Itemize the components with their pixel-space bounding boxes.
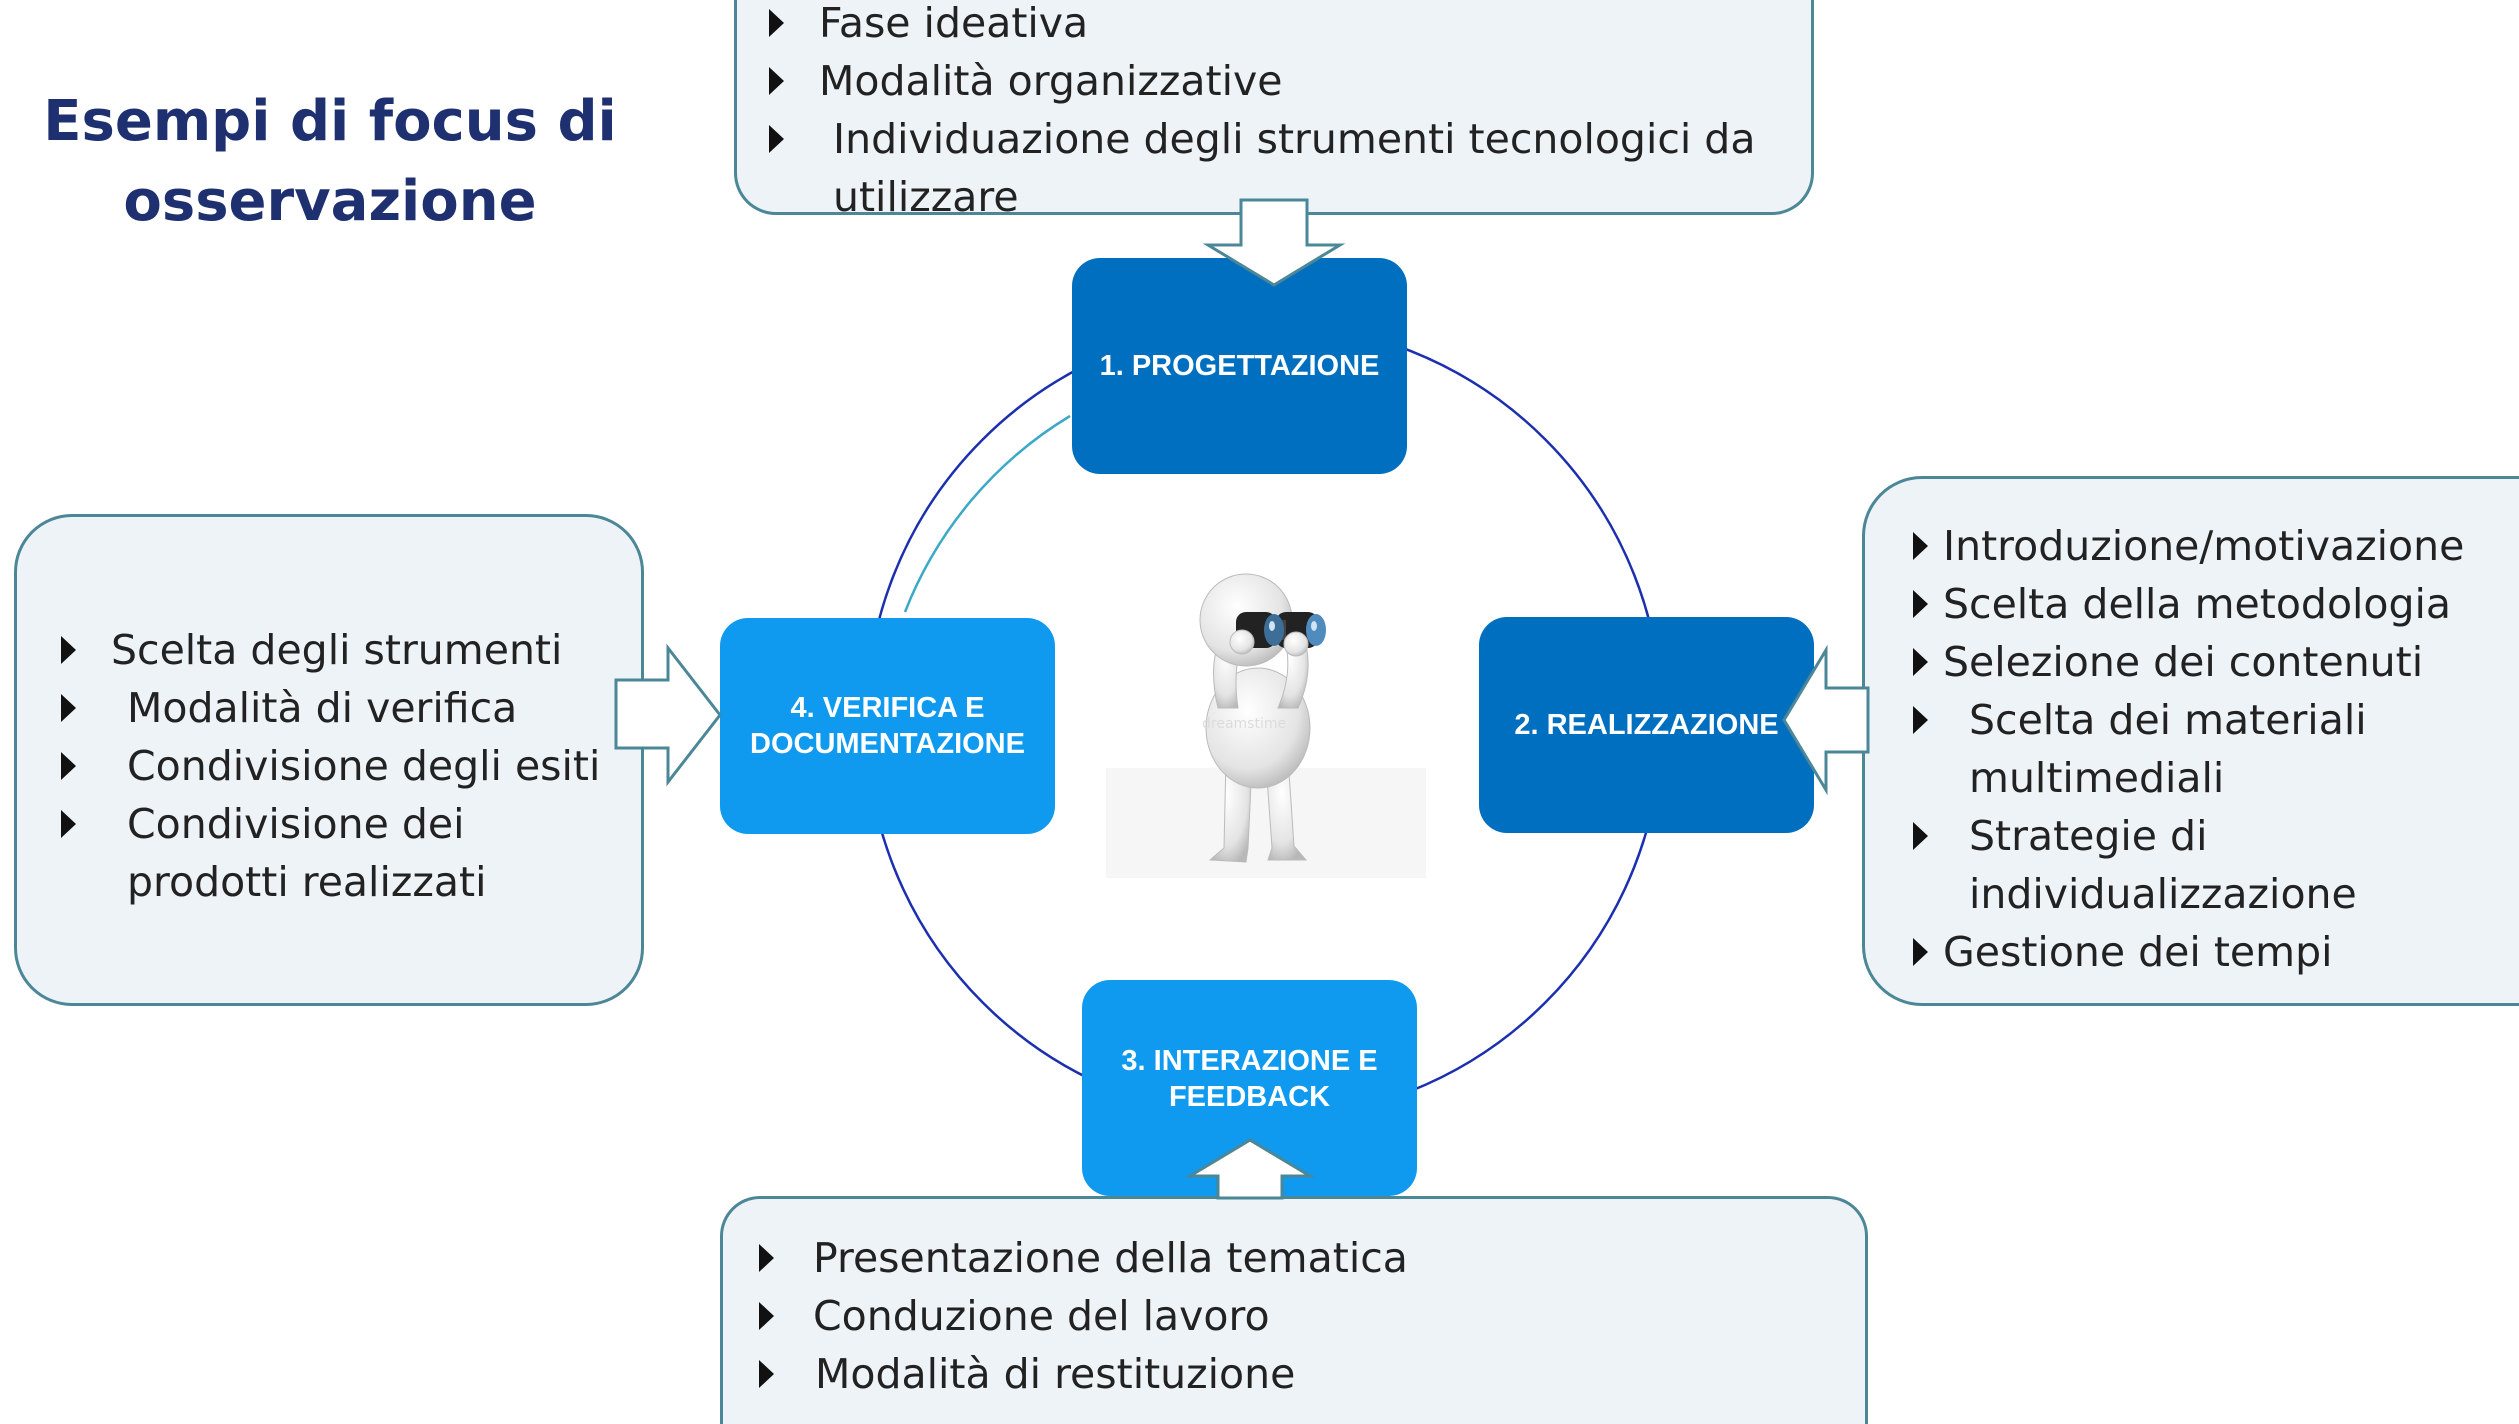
list-item: Modalità di restituzione: [759, 1345, 1845, 1403]
list-item: Modalità organizzative: [769, 52, 1791, 110]
top-focus-box: Fase ideativa Modalità organizzative Ind…: [734, 0, 1814, 221]
bullet-icon: [759, 1360, 774, 1388]
stage-progettazione: 1. PROGETTAZIONE: [1072, 258, 1407, 474]
bullet-icon: [61, 810, 76, 838]
person-with-binoculars-icon: dreamstime: [1106, 558, 1426, 878]
bullet-icon: [1913, 938, 1928, 966]
bullet-icon: [1913, 706, 1928, 734]
bullet-icon: [1913, 532, 1928, 560]
list-item: Fase ideativa: [769, 0, 1791, 52]
bullet-icon: [61, 636, 76, 664]
bullet-icon: [769, 9, 784, 37]
list-item: Introduzione/motivazione: [1913, 517, 2507, 575]
bullet-icon: [769, 67, 784, 95]
bullet-icon: [1913, 822, 1928, 850]
list-item: Individuazione degli strumenti tecnologi…: [769, 110, 1791, 226]
list-item: Scelta dei materiali multimediali: [1913, 691, 2507, 807]
list-item: Scelta degli strumenti: [61, 621, 621, 679]
bullet-icon: [759, 1302, 774, 1330]
arrow-left-icon: [1782, 644, 1870, 796]
left-focus-box: Scelta degli strumenti Modalità di verif…: [14, 514, 644, 1006]
title-line-1: Esempi di focus di: [43, 89, 617, 154]
arrow-up-icon: [1184, 1138, 1316, 1200]
list-item: Conduzione del lavoro: [759, 1287, 1845, 1345]
page-title: Esempi di focus di osservazione: [40, 82, 620, 242]
bullet-icon: [759, 1244, 774, 1272]
stage-realizzazione: 2. REALIZZAZIONE: [1479, 617, 1814, 833]
watermark-text: dreamstime: [1202, 716, 1286, 732]
arrow-down-icon: [1202, 198, 1346, 287]
bullet-icon: [61, 752, 76, 780]
stage-interazione: 3. INTERAZIONE E FEEDBACK: [1082, 980, 1417, 1196]
stage-verifica: 4. VERIFICA E DOCUMENTAZIONE: [720, 618, 1055, 834]
title-line-2: osservazione: [123, 169, 537, 234]
list-item: Modalità di verifica: [61, 679, 621, 737]
right-focus-box: Introduzione/motivazione Scelta della me…: [1862, 476, 2519, 1006]
list-item: Presentazione della tematica: [759, 1229, 1845, 1287]
arrow-right-icon: [614, 643, 722, 787]
list-item: Strategie di individualizzazione: [1913, 807, 2507, 923]
list-item: Condivisione dei prodotti realizzati: [61, 795, 621, 911]
list-item: Selezione dei contenuti: [1913, 633, 2507, 691]
list-item: Gestione dei tempi: [1913, 923, 2507, 981]
bottom-focus-box: Presentazione della tematica Conduzione …: [720, 1196, 1868, 1424]
bullet-icon: [61, 694, 76, 722]
bullet-icon: [1913, 590, 1928, 618]
bullet-icon: [769, 125, 784, 153]
list-item: Scelta della metodologia: [1913, 575, 2507, 633]
list-item: Condivisione degli esiti: [61, 737, 621, 795]
bullet-icon: [1913, 648, 1928, 676]
